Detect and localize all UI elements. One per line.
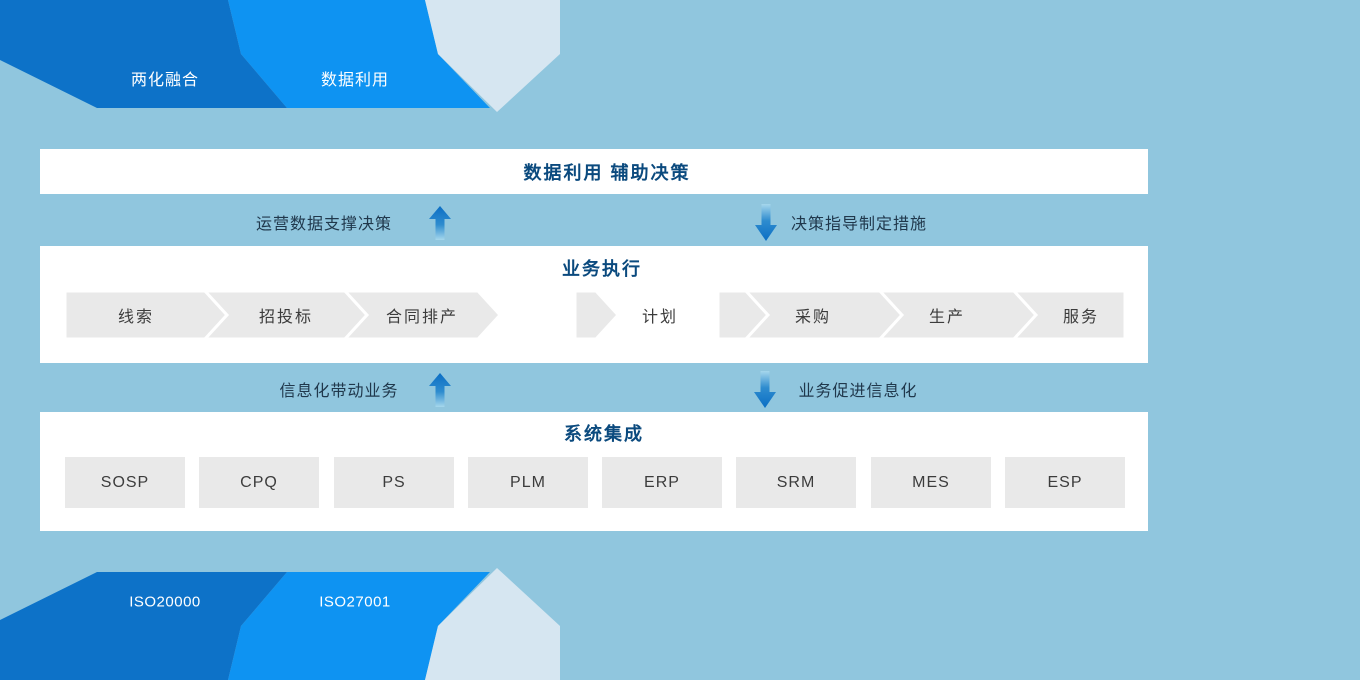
execution-title: 业务执行 xyxy=(562,259,642,279)
top-banner-pale-ribbon xyxy=(425,0,560,112)
bottom-tab-iso27001-shape[interactable] xyxy=(228,572,490,680)
stage-service: 服务 xyxy=(1062,309,1100,326)
system-box-plm: PLM xyxy=(468,457,588,508)
stage-production: 生产 xyxy=(928,309,966,326)
top-tab-integration-shape[interactable] xyxy=(0,0,287,108)
top-tab-integration-label[interactable]: 两化融合 xyxy=(130,72,200,89)
bottom-tab-iso20000-shape[interactable] xyxy=(0,572,287,680)
top-tab-data-usage-shape[interactable] xyxy=(228,0,490,108)
bottom-banner-pale-ribbon xyxy=(425,568,560,680)
strip-bottom-right-label: 业务促进信息化 xyxy=(798,383,918,400)
integration-title: 系统集成 xyxy=(564,424,644,444)
system-box-sosp: SOSP xyxy=(65,457,185,508)
system-box-cpq: CPQ xyxy=(199,457,319,508)
decision-title: 数据利用 辅助决策 xyxy=(523,163,691,183)
decision-panel xyxy=(40,149,1148,194)
stage-procurement: 采购 xyxy=(794,309,832,326)
system-box-srm: SRM xyxy=(736,457,856,508)
up-arrow-icon xyxy=(429,373,451,407)
up-arrow-icon xyxy=(429,206,451,240)
top-tab-data-usage-label[interactable]: 数据利用 xyxy=(320,72,390,89)
system-box-ps: PS xyxy=(334,457,454,508)
system-box-erp: ERP xyxy=(602,457,722,508)
stage-contract-scheduling: 合同排产 xyxy=(385,309,459,326)
down-arrow-icon xyxy=(755,204,777,241)
system-box-esp: ESP xyxy=(1005,457,1125,508)
bottom-tab-iso27001-label[interactable]: ISO27001 xyxy=(319,593,391,611)
down-arrow-icon xyxy=(754,371,776,408)
strip-bottom-left-label: 信息化带动业务 xyxy=(279,383,399,400)
strip-top-right-label: 决策指导制定措施 xyxy=(790,216,928,233)
stage-leads: 线索 xyxy=(117,309,155,326)
stage-plan: 计划 xyxy=(641,309,679,326)
system-box-mes: MES xyxy=(871,457,991,508)
bottom-tab-iso20000-label[interactable]: ISO20000 xyxy=(129,593,201,611)
stage-bidding: 招投标 xyxy=(258,309,314,326)
strip-top-left-label: 运营数据支撑决策 xyxy=(255,216,393,233)
